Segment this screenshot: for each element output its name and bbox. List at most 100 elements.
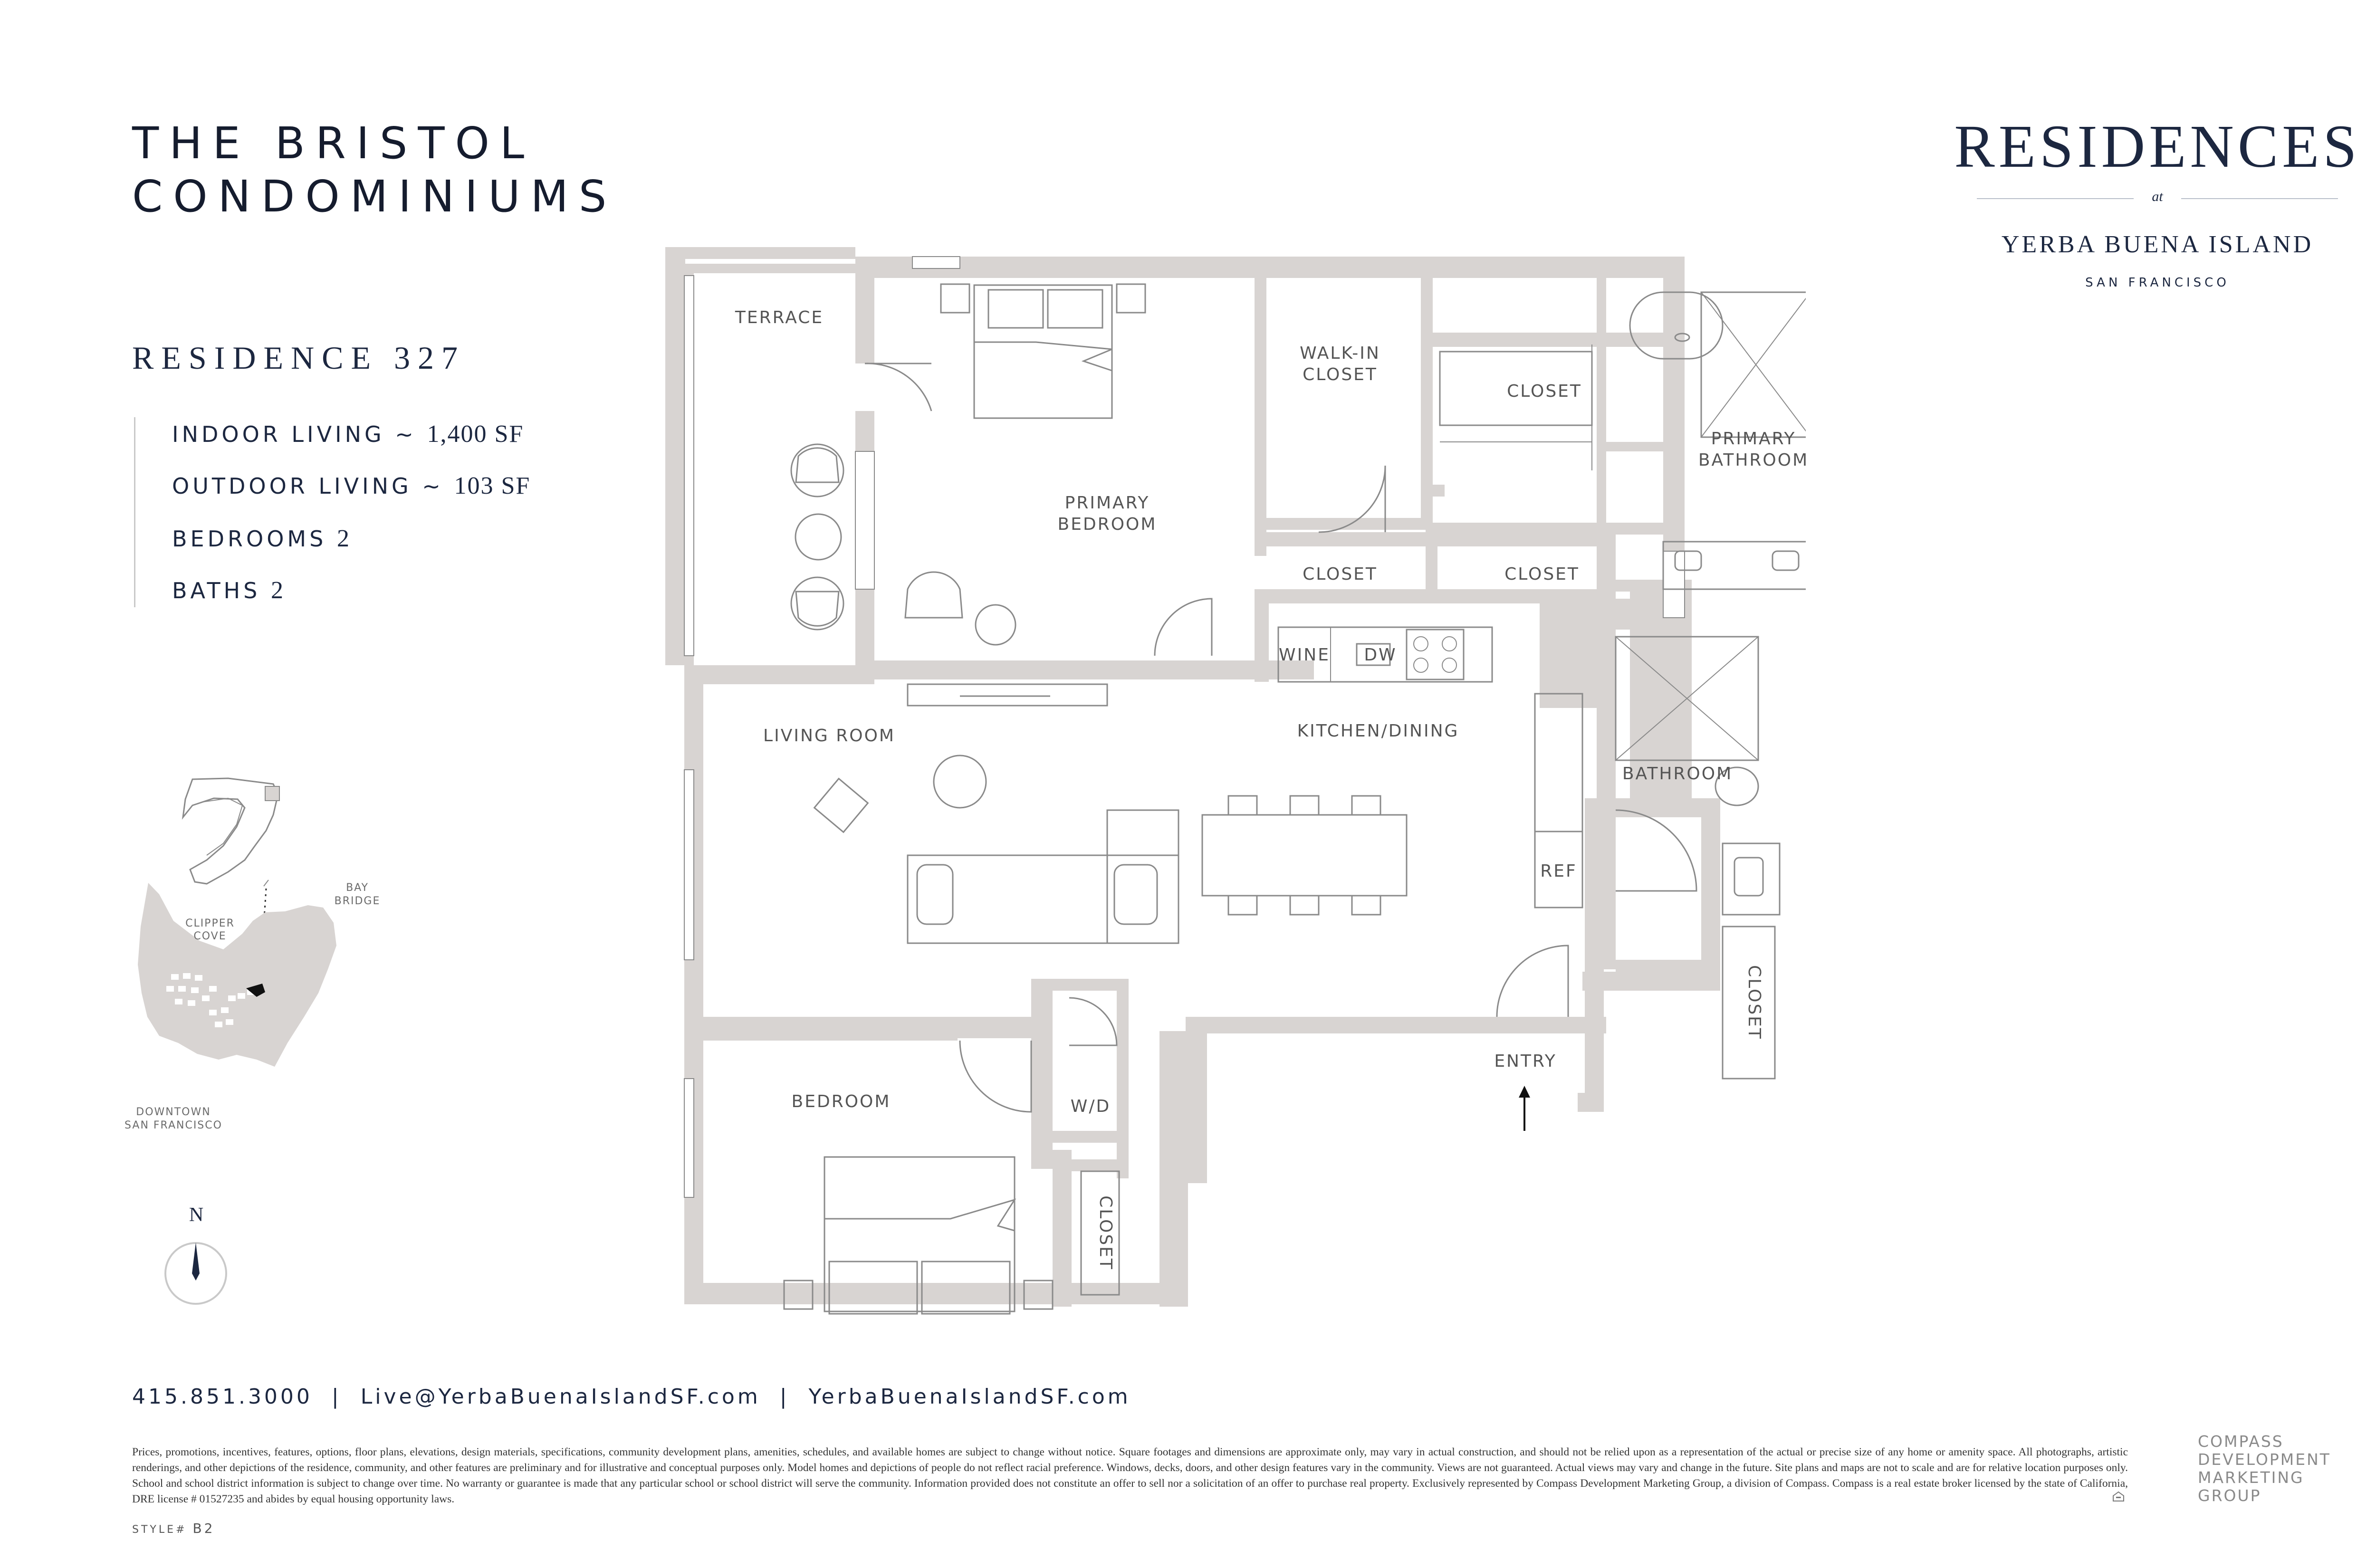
closet-bottom	[1080, 1170, 1120, 1296]
label-primary-bedroom-1: PRIMARY	[1065, 493, 1150, 513]
contact-website[interactable]: YerbaBuenaIslandSF.com	[808, 1385, 1131, 1409]
compass-north-label: N	[189, 1204, 203, 1226]
dining-table	[1201, 795, 1408, 916]
stat-outdoor-living: OUTDOOR LIVING ~ 103 SF	[172, 472, 530, 500]
closet-right	[1722, 926, 1776, 1080]
kitchen-counter	[1277, 626, 1493, 683]
style-value: B2	[192, 1520, 215, 1536]
stat-value: 2	[336, 525, 350, 552]
stat-label: BEDROOMS	[172, 526, 327, 552]
stat-value: 103 SF	[454, 472, 531, 499]
stats-divider	[134, 417, 135, 607]
stat-value: 1,400 SF	[427, 421, 524, 448]
contact-phone[interactable]: 415.851.3000	[132, 1385, 313, 1409]
map-label-downtown: DOWNTOWN	[136, 1106, 211, 1118]
label-primary-bathroom-1: PRIMARY	[1711, 429, 1796, 449]
project-title-line-1: THE BRISTOL	[132, 118, 535, 169]
map-label-bridge: BRIDGE	[335, 895, 381, 907]
floor-plan-walls	[665, 247, 1720, 1307]
label-primary-bathroom-2: BATHROOM	[1698, 450, 1806, 470]
map-label-san-francisco: SAN FRANCISCO	[125, 1119, 222, 1131]
entry-arrow-icon	[1519, 1086, 1530, 1131]
terrace-door	[864, 363, 932, 411]
terrace-chairs	[790, 443, 844, 631]
compass-logo-line-2: DEVELOPMENT	[2198, 1450, 2331, 1469]
walk-in-closet-door	[1318, 465, 1386, 533]
treasure-island-inner	[201, 797, 243, 856]
label-bedroom: BEDROOM	[792, 1092, 891, 1111]
kitchen-side-counter	[1534, 693, 1583, 832]
label-closet-bottom: CLOSET	[1096, 1195, 1115, 1271]
label-ref: REF	[1540, 861, 1577, 881]
secondary-bed	[783, 1156, 1054, 1315]
brand-main: RESIDENCES	[1954, 113, 2361, 180]
legal-disclaimer: Prices, promotions, incentives, features…	[132, 1446, 2128, 1505]
style-label: STYLE#	[132, 1524, 187, 1536]
label-wd: W/D	[1071, 1097, 1111, 1116]
north-compass: N	[164, 1204, 227, 1305]
compass-logo-line-3: MARKETING	[2198, 1468, 2304, 1487]
bathroom-fixtures	[1615, 636, 1781, 916]
stat-indoor-living: INDOOR LIVING ~ 1,400 SF	[172, 420, 524, 448]
label-walk-in-closet-2: CLOSET	[1303, 365, 1378, 384]
compass-logo-line-1: COMPASS	[2198, 1432, 2284, 1451]
stat-bedrooms: BEDROOMS 2	[172, 525, 350, 553]
label-bathroom: BATHROOM	[1622, 764, 1733, 784]
equal-housing-icon	[2112, 1491, 2125, 1501]
contact-line: 415.851.3000 | Live@YerbaBuenaIslandSF.c…	[132, 1385, 1131, 1409]
label-closet-mid-right: CLOSET	[1504, 564, 1580, 584]
stat-label: INDOOR LIVING ~	[172, 421, 417, 447]
contact-separator: |	[331, 1385, 342, 1409]
entry-door	[1496, 945, 1569, 1017]
island-residences-dots	[166, 973, 255, 1027]
label-walk-in-closet-1: WALK-IN	[1300, 344, 1380, 363]
contact-separator: |	[779, 1385, 790, 1409]
wd-door	[1069, 997, 1118, 1046]
map-label-clipper: CLIPPER	[185, 918, 235, 929]
brand-at: at	[2152, 189, 2163, 204]
location-marker-icon	[246, 984, 265, 997]
label-closet-right: CLOSET	[1744, 965, 1764, 1040]
brand-sub: YERBA BUENA ISLAND	[2001, 231, 2314, 258]
label-primary-bedroom-2: BEDROOM	[1058, 515, 1157, 534]
causeway	[263, 880, 269, 887]
bathroom-door	[1615, 809, 1697, 892]
treasure-island-block	[265, 786, 280, 801]
yerba-buena-island-shape	[138, 883, 336, 1067]
primary-bathroom-fixtures	[1629, 291, 1806, 590]
brand-logo: RESIDENCES at YERBA BUENA ISLAND SAN FRA…	[1948, 112, 2366, 302]
label-dw: DW	[1364, 645, 1397, 665]
style-number: STYLE# B2	[132, 1520, 215, 1536]
brand-rule-left	[1977, 198, 2134, 199]
label-living-room: LIVING ROOM	[763, 726, 895, 746]
floor-plan: TERRACE WALK-IN CLOSET CLOSET PRIMARY BA…	[665, 247, 1806, 1315]
stat-value: 2	[270, 577, 284, 604]
label-closet-mid-left: CLOSET	[1303, 564, 1378, 584]
location-map: BAY BRIDGE CLIPPER COVE DOWNTOWN SAN FRA…	[125, 777, 381, 1131]
primary-bedroom-chair	[904, 571, 1016, 646]
brand-city: SAN FRANCISCO	[2085, 276, 2230, 290]
residence-name: RESIDENCE 327	[132, 340, 465, 376]
label-wine: WINE	[1279, 645, 1330, 665]
stat-label: BATHS	[172, 578, 261, 603]
primary-bed	[940, 283, 1146, 419]
bedroom-door	[959, 1040, 1032, 1113]
compass-needle-icon	[192, 1243, 200, 1281]
map-label-bay: BAY	[346, 882, 369, 894]
label-closet-top: CLOSET	[1507, 382, 1582, 401]
label-kitchen-dining: KITCHEN/DINING	[1297, 721, 1459, 741]
map-label-cove: COVE	[193, 930, 226, 942]
stat-baths: BATHS 2	[172, 576, 284, 604]
treasure-island-shape	[182, 777, 279, 885]
label-terrace: TERRACE	[735, 308, 824, 327]
brand-rule-right	[2181, 198, 2338, 199]
project-title-line-2: CONDOMINIUMS	[132, 171, 617, 222]
closet-top	[1439, 344, 1593, 470]
primary-bedroom-door	[1154, 598, 1213, 656]
windows	[684, 256, 1685, 1198]
compass-dmg-logo: COMPASS DEVELOPMENT MARKETING GROUP	[2198, 1433, 2331, 1505]
living-room-furniture	[813, 683, 1179, 944]
contact-email[interactable]: Live@YerbaBuenaIslandSF.com	[360, 1385, 761, 1409]
compass-logo-line-4: GROUP	[2198, 1486, 2261, 1505]
stat-label: OUTDOOR LIVING ~	[172, 473, 444, 499]
